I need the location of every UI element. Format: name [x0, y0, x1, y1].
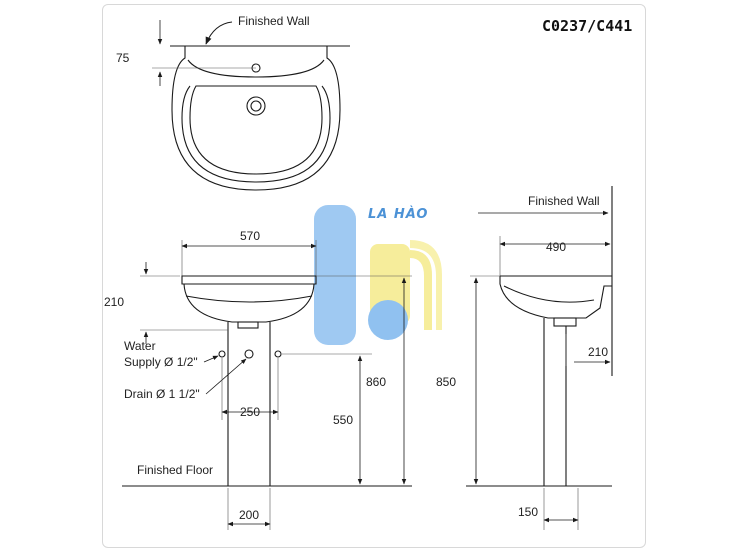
finished-floor-label: Finished Floor [137, 463, 213, 477]
front-basin-bowl [183, 283, 315, 323]
front-basin-rim [181, 275, 317, 285]
dim-570: 570 [240, 229, 260, 243]
finished-wall-top-label: Finished Wall [238, 14, 310, 28]
finished-wall-leader [205, 21, 233, 45]
drain-outer-icon [246, 96, 266, 116]
top-view: Finished Wall 75 [116, 14, 350, 191]
drain-pipe-icon [244, 349, 254, 359]
watermark-blue-bar [314, 205, 356, 345]
front-trap-cover [237, 321, 259, 329]
basin-outline-outer [171, 46, 341, 191]
side-trap-cover [553, 317, 577, 327]
dim-75: 75 [116, 51, 130, 65]
brand-watermark: LA HÀO [314, 205, 442, 345]
dim-200: 200 [239, 508, 259, 522]
side-basin-profile [499, 275, 612, 319]
water-supply-label-1: Water [124, 339, 156, 353]
drain-inner-icon [250, 100, 262, 112]
drain-label: Drain Ø 1 1/2" [124, 387, 200, 401]
dim-860: 860 [366, 375, 386, 389]
front-pedestal [227, 322, 271, 486]
dim-210-side: 210 [588, 345, 608, 359]
basin-bowl-inner [189, 85, 323, 175]
front-view: 570 210 Water Supply Ø 1/2" Drain Ø 1 1/… [104, 229, 412, 530]
dim-210-front: 210 [104, 295, 124, 309]
front-basin-line [185, 295, 313, 303]
watermark-blue-dot [368, 300, 408, 340]
model-code: C0237/C441 [542, 17, 632, 35]
dim-250: 250 [240, 405, 260, 419]
dim-550: 550 [333, 413, 353, 427]
side-basin-inner [503, 285, 595, 303]
dim-150: 150 [518, 505, 538, 519]
basin-rim-back [187, 59, 325, 78]
finished-wall-side-label: Finished Wall [528, 194, 600, 208]
dim-490: 490 [546, 240, 566, 254]
dim-850: 850 [436, 375, 456, 389]
water-supply-left-icon [218, 350, 226, 358]
basin-bowl-edge [181, 85, 331, 183]
water-supply-right-icon [274, 350, 282, 358]
side-pedestal [543, 318, 567, 486]
side-view: Finished Wall 490 210 850 150 [436, 186, 613, 530]
water-supply-label-2: Supply Ø 1/2" [124, 355, 198, 369]
brand-watermark-text: LA HÀO [368, 206, 428, 222]
